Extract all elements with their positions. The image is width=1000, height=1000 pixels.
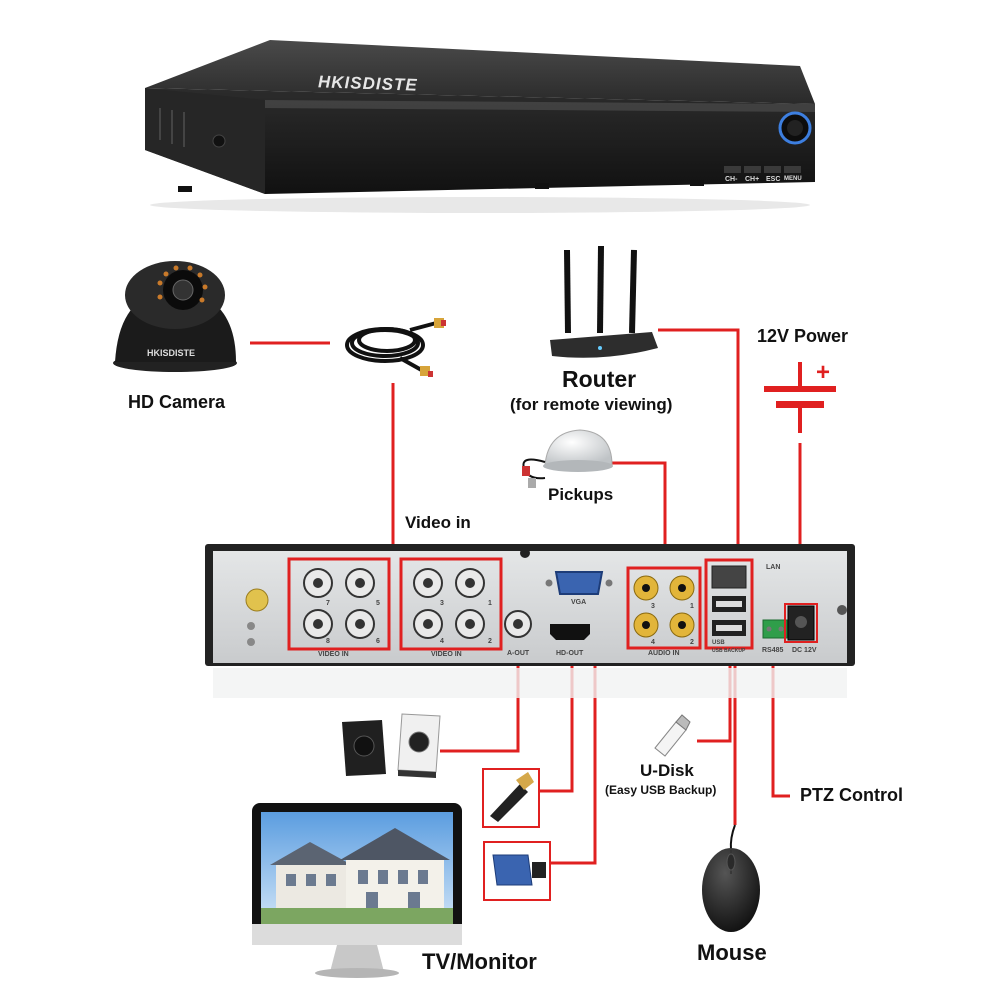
audio-in-label: AUDIO IN: [648, 650, 680, 657]
lan-usb-group: [704, 558, 754, 650]
hdmi-cable: [482, 768, 540, 828]
video-in-port-label-right: VIDEO IN: [431, 651, 462, 658]
rs485-terminal: [762, 619, 788, 639]
bnc-number-5: 5: [376, 600, 380, 607]
audio-number-4: 4: [651, 639, 655, 646]
bnc-group-right: [399, 557, 503, 651]
wire-ptz: [771, 650, 790, 798]
monitor-label: TV/Monitor: [422, 949, 537, 974]
bnc-number-2: 2: [488, 638, 492, 645]
bnc-number-1: 1: [488, 600, 492, 607]
bnc-number-6: 6: [376, 638, 380, 645]
coax-cable-coil: [345, 320, 441, 374]
power-symbol: [764, 362, 836, 433]
audio-number-1: 1: [690, 603, 694, 610]
wire-pickups: [612, 461, 667, 568]
camera-brand: HKISDISTE: [147, 348, 196, 358]
dvr-front-unit: [145, 40, 815, 213]
u-disk: [654, 714, 691, 757]
vga-label: VGA: [571, 599, 587, 606]
pickups-label: Pickups: [548, 485, 614, 504]
hdmi-port: [550, 624, 590, 640]
bnc-number-7: 7: [326, 600, 330, 607]
speakers: [342, 713, 441, 778]
usb-backup-label: USB BACKUP: [712, 648, 746, 654]
power-label: 12V Power: [757, 326, 849, 346]
camera-label: HD Camera: [128, 392, 226, 412]
router: [550, 245, 658, 358]
dvr-button-ch-minus: CH-: [725, 176, 738, 183]
bnc-number-4: 4: [440, 638, 444, 645]
dvr-brand-logo: HKISDISTE: [318, 72, 418, 95]
audio-number-3: 3: [651, 603, 655, 610]
router-label: Router: [562, 366, 637, 392]
dvr-button-ch-plus: CH+: [745, 176, 760, 183]
udisk-label: U-Disk: [640, 761, 694, 780]
vga-cable: [483, 841, 551, 901]
dc-12v-jack: [784, 603, 818, 643]
mouse-label: Mouse: [697, 940, 767, 965]
audio-number-2: 2: [690, 639, 694, 646]
bnc-number-8: 8: [326, 638, 330, 645]
a-out-label: A-OUT: [507, 650, 530, 657]
wire-router-lan: [658, 328, 740, 560]
monitor: [252, 803, 462, 978]
ptz-label: PTZ Control: [800, 785, 903, 805]
audio-in-group: [626, 566, 702, 650]
lan-label: LAN: [766, 564, 781, 571]
a-out-port: [504, 610, 532, 638]
bnc-number-3: 3: [440, 600, 444, 607]
power-plus-sign: +: [816, 359, 831, 386]
video-in-port-label-left: VIDEO IN: [318, 651, 349, 658]
vga-port: [545, 571, 613, 595]
pickup-microphone: [522, 429, 613, 488]
bnc-group-left: [287, 557, 391, 651]
udisk-sublabel: (Easy USB Backup): [605, 783, 717, 797]
router-sublabel: (for remote viewing): [510, 395, 673, 414]
mouse: [702, 824, 760, 932]
video-in-label: Video in: [405, 513, 471, 532]
rs485-label: RS485: [762, 647, 784, 654]
dvr-button-esc: ESC: [766, 176, 781, 183]
dvr-button-menu: MENU: [784, 176, 802, 182]
hd-camera: [113, 261, 237, 372]
dc-12v-label: DC 12V: [792, 647, 817, 654]
hd-out-label: HD-OUT: [556, 650, 584, 657]
usb-label: USB: [712, 640, 725, 646]
